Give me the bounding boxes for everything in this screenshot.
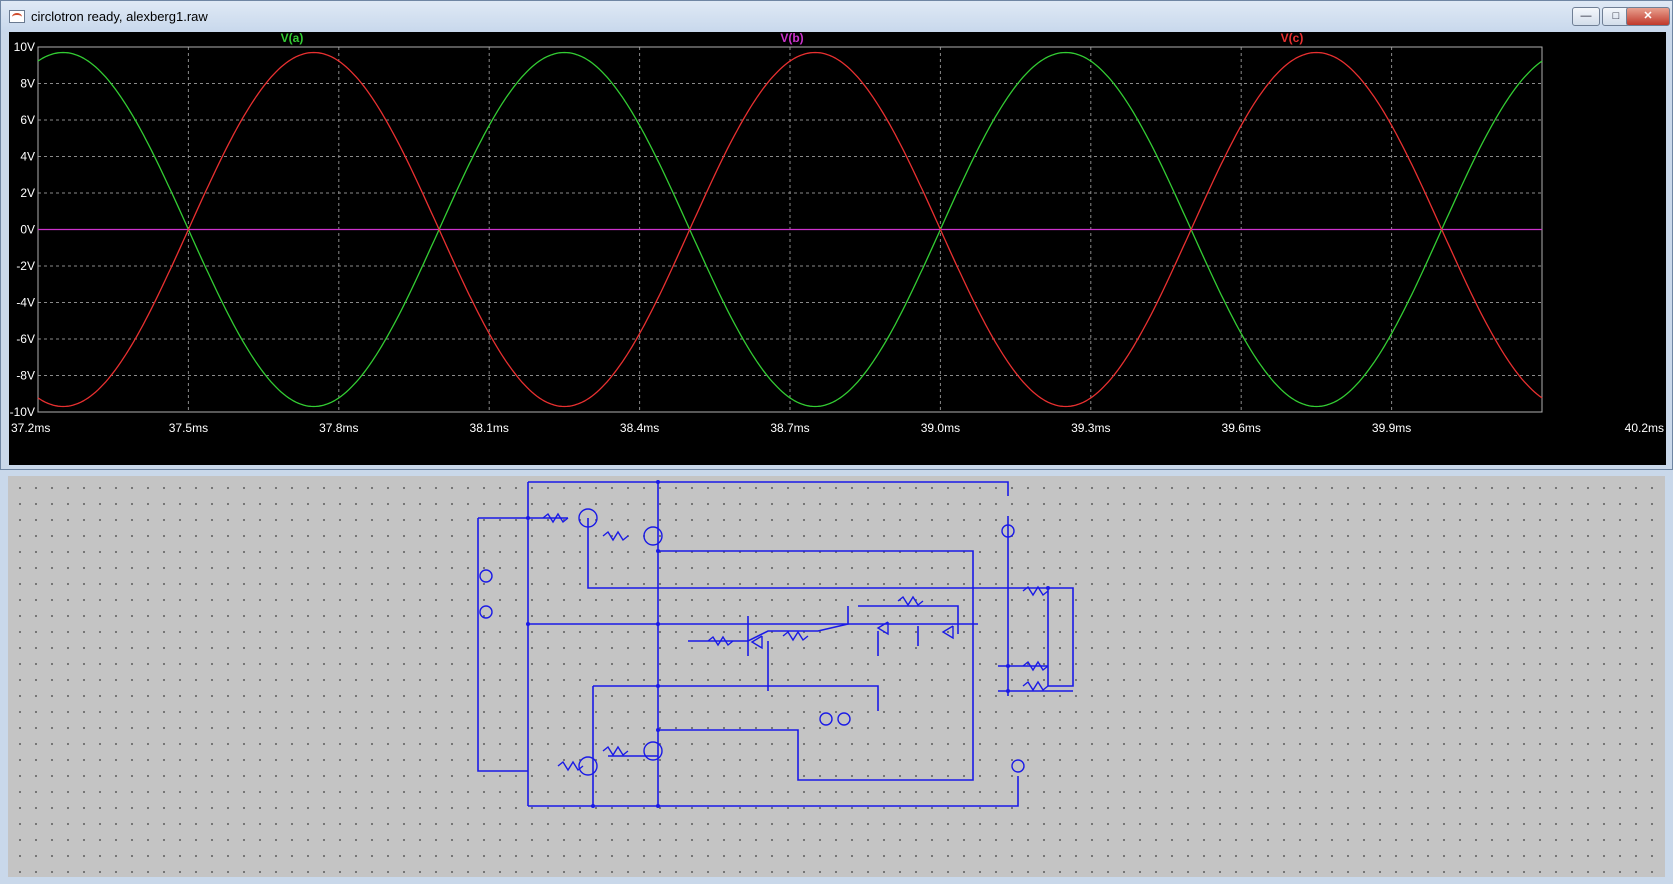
schematic-window <box>0 470 1673 884</box>
waveform-app-icon <box>9 10 25 23</box>
series-line-vc <box>37 51 1543 408</box>
y-tick-label: -4V <box>16 296 35 310</box>
x-tick-label: 37.5ms <box>169 421 208 435</box>
waveform-window: circlotron ready, alexberg1.raw — □ ✕ 10… <box>0 0 1673 470</box>
close-button[interactable]: ✕ <box>1626 7 1670 26</box>
x-tick-label: 38.7ms <box>770 421 809 435</box>
y-tick-label: 2V <box>20 186 35 200</box>
x-tick-label: 39.6ms <box>1222 421 1261 435</box>
x-tick-label: 39.0ms <box>921 421 960 435</box>
x-tick-label: 38.1ms <box>470 421 509 435</box>
schematic-wires <box>477 481 1074 807</box>
y-tick-label: 4V <box>20 150 35 164</box>
x-tick-label: 37.8ms <box>319 421 358 435</box>
x-tick-label: 39.3ms <box>1071 421 1110 435</box>
y-tick-label: 10V <box>14 40 35 54</box>
window-titlebar[interactable]: circlotron ready, alexberg1.raw — □ ✕ <box>1 1 1672 32</box>
maximize-icon: □ <box>1612 10 1620 22</box>
y-tick-label: 6V <box>20 113 35 127</box>
schematic-junctions <box>526 480 1050 808</box>
x-tick-label: 39.9ms <box>1372 421 1411 435</box>
close-icon: ✕ <box>1643 10 1653 22</box>
y-tick-label: -6V <box>16 332 35 346</box>
schematic-svg <box>477 480 1074 808</box>
y-tick-label: -10V <box>10 405 35 419</box>
x-tick-label: 38.4ms <box>620 421 659 435</box>
waveform-plot[interactable]: 10V 8V 6V 4V 2V 0V -2V -4V -6V -8V -10V 37.2ms 37.5m… <box>9 31 1666 465</box>
x-tick-label: 40.2ms <box>1625 421 1664 435</box>
series-line-va <box>37 51 1543 408</box>
schematic-canvas[interactable] <box>8 476 1665 877</box>
y-tick-label: -2V <box>16 259 35 273</box>
legend-label-vc[interactable]: V(c) <box>1281 31 1304 45</box>
legend-label-vb[interactable]: V(b) <box>780 31 803 45</box>
y-tick-label: 8V <box>20 77 35 91</box>
waveform-chart-svg: 10V 8V 6V 4V 2V 0V -2V -4V -6V -8V -10V 37.2ms 37.5m… <box>10 31 1664 435</box>
x-tick-label: 37.2ms <box>11 421 50 435</box>
schematic-components <box>479 508 1049 776</box>
y-tick-label: -8V <box>16 369 35 383</box>
window-title: circlotron ready, alexberg1.raw <box>31 9 208 24</box>
legend-label-va[interactable]: V(a) <box>281 31 304 45</box>
y-tick-label: 0V <box>20 223 35 237</box>
minimize-icon: — <box>1580 10 1592 22</box>
minimize-button[interactable]: — <box>1572 7 1600 26</box>
